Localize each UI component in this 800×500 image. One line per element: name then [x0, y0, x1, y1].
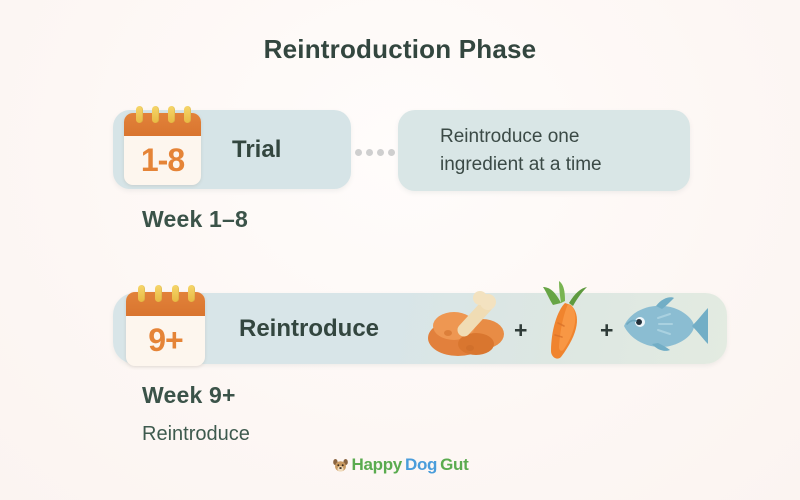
calendar-ring-icon — [188, 285, 195, 302]
chicken-drumstick-icon — [428, 291, 504, 356]
caption-week-9-plus-sub: Reintroduce — [142, 423, 250, 445]
logo-text-happy: Happy — [351, 455, 403, 474]
connector-dot — [355, 148, 362, 156]
connector-dot — [388, 148, 395, 156]
callout-text: Reintroduce one ingredient at a time — [398, 110, 690, 191]
calendar-header-bar — [124, 113, 201, 137]
calendar-icon: 1-8 — [124, 106, 201, 185]
calendar-ring-icon — [168, 106, 175, 123]
logo-text-dog: Dog — [404, 455, 438, 474]
brand-logo: Happy Dog Gut — [0, 455, 800, 475]
carrot-icon — [543, 281, 587, 359]
phase-label-trial: Trial — [232, 135, 282, 163]
plus-separator: + — [600, 317, 614, 343]
calendar-number: 9+ — [148, 322, 183, 359]
calendar-ring-icon — [155, 285, 162, 302]
callout-bubble — [398, 110, 690, 191]
fish-icon — [624, 297, 708, 351]
dotted-connector-icon — [355, 146, 395, 158]
dog-face-icon — [332, 458, 348, 472]
calendar-ring-icon — [184, 106, 191, 123]
calendar-icon: 9+ — [126, 285, 205, 366]
callout-line-1: Reintroduce one — [440, 125, 580, 147]
calendar-ring-icon — [136, 106, 143, 123]
caption-week-1-8: Week 1–8 — [142, 206, 249, 232]
connector-dot — [366, 148, 373, 156]
calendar-number: 1-8 — [140, 142, 185, 179]
callout-line-2: ingredient at a time — [440, 153, 602, 175]
phase-label-reintroduce: Reintroduce — [239, 314, 380, 342]
calendar-ring-icon — [138, 285, 145, 302]
calendar-ring-icon — [172, 285, 179, 302]
page-title: Reintroduction Phase — [263, 34, 537, 64]
logo-text-gut: Gut — [440, 455, 469, 474]
calendar-ring-icon — [152, 106, 159, 123]
calendar-header-bar — [126, 292, 205, 316]
connector-dot — [377, 148, 384, 156]
plus-separator: + — [514, 317, 528, 343]
phase-card-reintroduce — [113, 293, 727, 364]
caption-week-9-plus: Week 9+ — [142, 382, 236, 408]
